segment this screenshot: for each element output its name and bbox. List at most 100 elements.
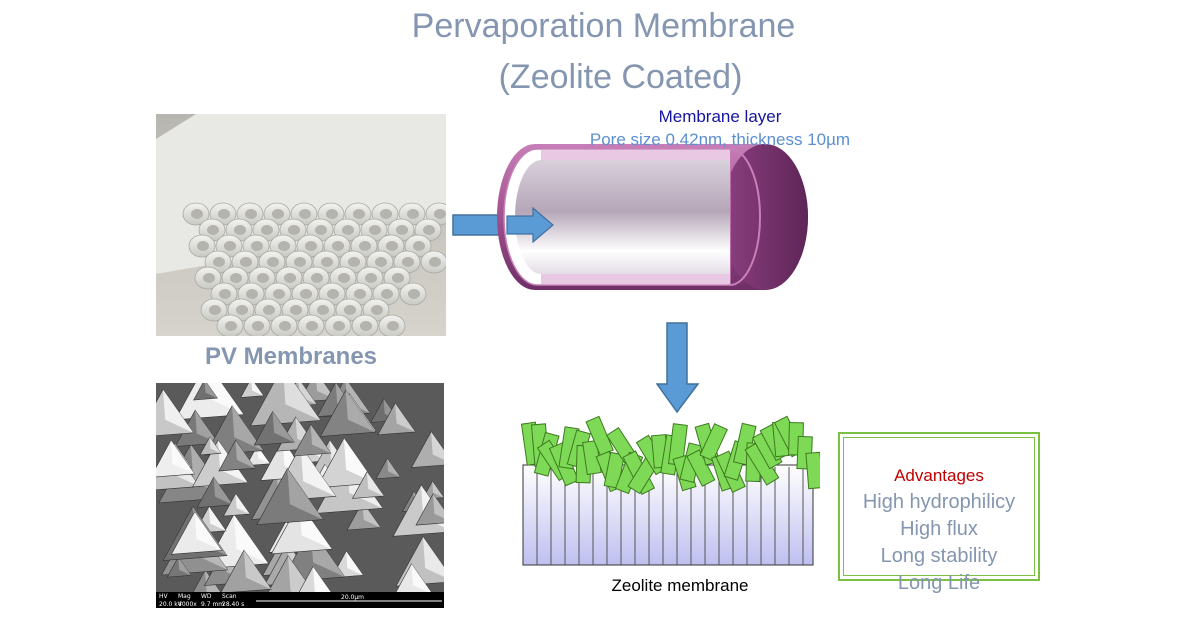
sem-crystal-facet: [422, 536, 444, 577]
tube-bore: [300, 289, 312, 299]
tube-bore: [375, 257, 387, 267]
pv-membranes-label: PV Membranes: [204, 343, 378, 370]
sem-crystal-facet: [366, 471, 384, 497]
tube-bore: [380, 209, 392, 219]
advantage-item: Long stability: [880, 545, 998, 567]
tube-bore: [219, 289, 231, 299]
tube-bundle-photo: [156, 114, 446, 336]
sem-crystal-facet: [251, 383, 264, 396]
tube-bore: [240, 257, 252, 267]
tube-bore: [273, 289, 285, 299]
tube-bore: [396, 225, 408, 235]
sem-crystal-facet: [345, 390, 376, 433]
tube-bore: [218, 209, 230, 219]
sem-crystal-facet: [243, 550, 272, 590]
sem-mag-value: 4000x: [178, 601, 197, 608]
tube-bore: [236, 305, 248, 315]
flow-arrow-inner: [506, 207, 554, 243]
title-line-2: (Zeolite Coated): [498, 58, 743, 96]
tube-bore: [284, 273, 296, 283]
tube-bore: [224, 241, 236, 251]
tube-bore: [315, 225, 327, 235]
tube-bore: [333, 321, 345, 331]
zeolite-membrane-diagram: [520, 415, 820, 566]
pore-size-label: Pore size 0.42nm, thickness 10µm: [589, 130, 851, 149]
advantages-list: Advantages High hydrophilicy High flux L…: [838, 462, 1040, 597]
tube-bore: [294, 257, 306, 267]
sem-crystal-facet: [383, 398, 399, 421]
tube-bore: [354, 289, 366, 299]
tube-bore: [272, 209, 284, 219]
tube-bore: [257, 273, 269, 283]
tube-bore: [360, 321, 372, 331]
sem-crystal-facet: [208, 383, 244, 415]
tube-bore: [209, 305, 221, 315]
tube-bore: [342, 225, 354, 235]
tube-bore: [267, 257, 279, 267]
tube-bore: [423, 225, 435, 235]
membrane-layer-label: Membrane layer: [658, 107, 782, 126]
advantage-item: High hydrophilicy: [862, 491, 1016, 513]
tube-bore: [381, 289, 393, 299]
tube-bore: [288, 225, 300, 235]
sem-crystal-facet: [209, 437, 221, 454]
sem-image: HV Mag WD Scan 20.0 kV 4000x 9.7 mm 28.4…: [156, 383, 444, 608]
tube-bore: [365, 273, 377, 283]
flow-arrow-down: [656, 322, 700, 414]
tube-bore: [386, 241, 398, 251]
sem-crystal-facet: [432, 481, 444, 498]
sem-crystal-facet: [232, 405, 264, 451]
sem-crystal-facet: [431, 431, 444, 460]
sem-crystal-facet: [204, 383, 218, 399]
tube-bore: [434, 209, 446, 219]
membrane-tube-diagram: [497, 144, 808, 290]
zeolite-crystal: [805, 451, 820, 490]
sem-crystal-facet: [298, 383, 317, 405]
sem-crystal-facet: [163, 389, 194, 433]
tube-bore: [402, 257, 414, 267]
advantage-item: High flux: [900, 518, 978, 540]
tube-bore: [263, 305, 275, 315]
tube-bore: [252, 321, 264, 331]
sem-crystal-facet: [432, 493, 444, 519]
tube-bore: [278, 241, 290, 251]
tube-bore: [387, 321, 399, 331]
sem-crystal-facet: [345, 383, 370, 414]
sem-crystal-facet: [235, 493, 250, 515]
sem-scan-value: 28.40 s: [222, 601, 244, 608]
tube-bore: [369, 225, 381, 235]
sem-wd-label: WD: [201, 593, 212, 600]
tube-bore: [234, 225, 246, 235]
sem-mag-label: Mag: [178, 593, 191, 600]
tube-bore: [321, 257, 333, 267]
tube-bore: [413, 241, 425, 251]
zeolite-membrane-label: Zeolite membrane: [611, 576, 749, 595]
tube-bore: [213, 257, 225, 267]
sem-wd-value: 9.7 mm: [201, 601, 224, 608]
sem-crystal: [249, 383, 322, 427]
sem-crystal-facet: [233, 514, 269, 564]
tube-bore: [326, 209, 338, 219]
sem-crystal-facet: [208, 506, 226, 531]
sem-crystal-facet: [283, 383, 321, 421]
sem-crystal-facet: [310, 424, 331, 454]
tube-bore: [279, 321, 291, 331]
tube-bore: [348, 257, 360, 267]
sem-crystal-facet: [362, 501, 381, 528]
tube-bore: [207, 225, 219, 235]
sem-crystal-facet: [387, 458, 401, 477]
tube-bore: [230, 273, 242, 283]
tube-bore: [191, 209, 203, 219]
tube-bore: [245, 209, 257, 219]
sem-scan-label: Scan: [222, 593, 237, 600]
tube-bore: [392, 273, 404, 283]
tube-bore: [311, 273, 323, 283]
tube-bore: [371, 305, 383, 315]
sem-crystal-facet: [195, 410, 219, 444]
tube-bore: [251, 241, 263, 251]
tube-bore: [261, 225, 273, 235]
tube-bore: [203, 273, 215, 283]
advantage-item: Long Life: [897, 572, 981, 594]
tube-bore: [197, 241, 209, 251]
advantages-box: [838, 432, 1040, 581]
